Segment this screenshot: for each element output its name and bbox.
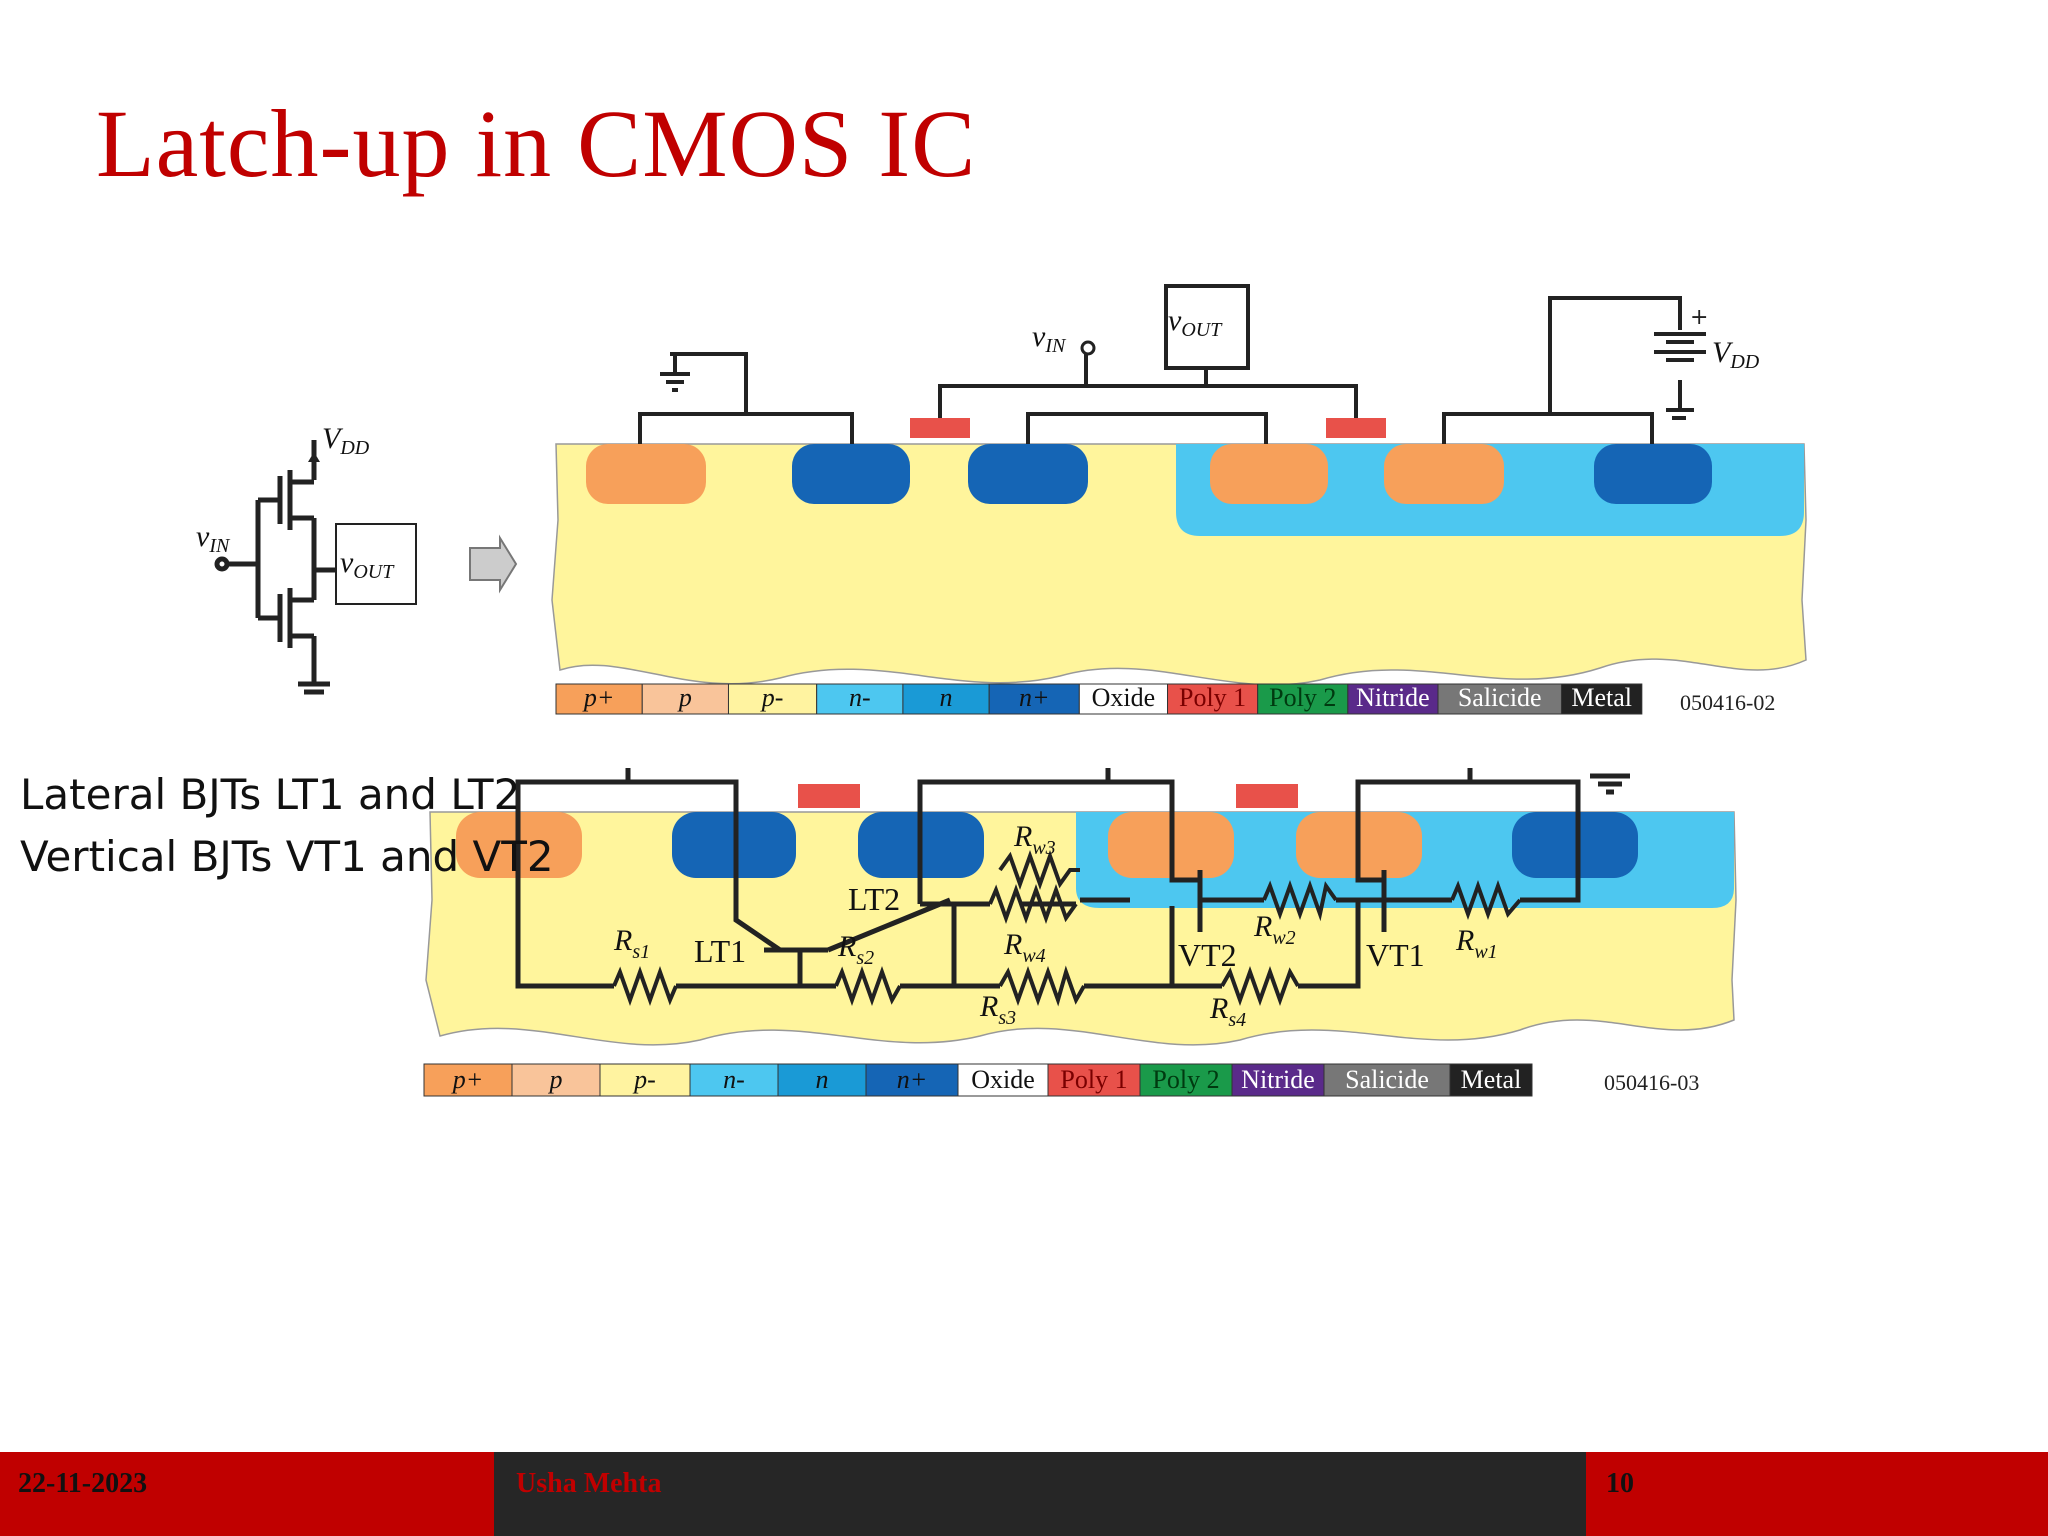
- legend-top: p+ p p-n-n n+ Oxide Poly 1 Poly 2 Nitride Salici…: [555, 683, 1643, 715]
- legend-label: Poly 2: [1152, 1065, 1219, 1094]
- legend-swatch: [641, 683, 729, 715]
- legend-swatch: [1257, 683, 1349, 715]
- resistor-rs4-label: Rs4: [1209, 992, 1246, 1031]
- inverter-vout-label: vOUT: [340, 546, 395, 583]
- legend-swatch: [777, 1063, 867, 1097]
- legend-label: Salicide: [1458, 683, 1542, 712]
- bullet-list: Lateral BJTs LT1 and LT2 Vertical BJTs V…: [20, 764, 554, 888]
- legend-label: Poly 1: [1179, 683, 1246, 712]
- figure-code-bottom: 050416-03: [1604, 1070, 1699, 1095]
- legend-label: n+: [1019, 683, 1050, 712]
- legend-label: n-: [849, 683, 871, 712]
- legend-label: p: [677, 683, 692, 712]
- legend-label: Oxide: [971, 1065, 1035, 1094]
- legend-swatch: [902, 683, 990, 715]
- slide-title: Latch-up in CMOS IC: [96, 90, 977, 197]
- legend-swatch: [511, 1063, 601, 1097]
- legend-label: Nitride: [1241, 1065, 1315, 1094]
- svg-text:+: +: [1690, 305, 1708, 330]
- footer-page-number: 10: [1606, 1468, 1634, 1499]
- legend-label: Oxide: [1092, 683, 1156, 712]
- legend-label: n+: [897, 1065, 928, 1094]
- top-vout-label: vOUT: [1168, 304, 1223, 341]
- legend-swatch: [1167, 683, 1259, 715]
- resistor-rw4-label: Rw4: [1003, 928, 1046, 967]
- legend-label: n: [816, 1065, 829, 1094]
- transistor-vt1-label: VT1: [1366, 937, 1425, 973]
- resistor-rw3-label: Rw3: [1013, 820, 1056, 859]
- inverter-schematic: [214, 440, 417, 695]
- legend-label: p+: [451, 1065, 484, 1094]
- legend-label: n: [940, 683, 953, 712]
- legend-swatch: [1047, 1063, 1141, 1097]
- legend-bottom: p+ p p-n-n n+ Oxide Poly 1 Poly 2 Nitride Salici…: [423, 1063, 1533, 1097]
- resistor-rs2-label: Rs2: [837, 930, 874, 969]
- top-vin-label: vIN: [1032, 320, 1067, 357]
- footer-author-panel: Usha Mehta: [494, 1452, 1586, 1536]
- legend-label: Metal: [1461, 1065, 1522, 1094]
- figure-code-top: 050416-02: [1680, 690, 1775, 715]
- legend-label: p: [548, 1065, 563, 1094]
- inverter-vdd-label: VDD: [322, 422, 370, 459]
- legend-swatch: [689, 1063, 779, 1097]
- slide-footer: 22-11-2023 Usha Mehta 10: [0, 1452, 2048, 1536]
- resistor-rs3-label: Rs3: [979, 990, 1016, 1029]
- resistor-rw1-label: Rw1: [1455, 924, 1498, 963]
- inverter-vin-label: vIN: [196, 520, 231, 557]
- resistor-rs1-label: Rs1: [613, 924, 650, 963]
- footer-date-panel: 22-11-2023: [0, 1452, 494, 1536]
- legend-swatch: [1139, 1063, 1233, 1097]
- resistor-rw2-label: Rw2: [1253, 910, 1296, 949]
- legend-swatch: [865, 1063, 959, 1097]
- transistor-lt1-label: LT1: [694, 933, 746, 969]
- footer-author: Usha Mehta: [516, 1468, 662, 1499]
- legend-label: n-: [723, 1065, 745, 1094]
- bullet-lateral-bjts: Lateral BJTs LT1 and LT2: [20, 770, 521, 819]
- bullet-vertical-bjts: Vertical BJTs VT1 and VT2: [20, 832, 554, 881]
- legend-swatch: [1560, 683, 1643, 715]
- legend-swatch: [816, 683, 904, 715]
- top-vdd-label: VDD: [1712, 336, 1760, 373]
- top-cross-section: vIN vOUT VDD +: [551, 284, 1807, 686]
- legend-label: p-: [760, 683, 784, 712]
- transistor-vt2-label: VT2: [1178, 937, 1237, 973]
- legend-label: Poly 2: [1269, 683, 1336, 712]
- latchup-diagram: VDD vIN vOUT: [196, 284, 1807, 1097]
- legend-swatch: [957, 1063, 1049, 1097]
- arrow-right-icon: [469, 534, 518, 594]
- bottom-cross-section: LT1 LT2 VT1 VT2 Rs1 Rs2 Rs3 Rs4 Rw1 Rw2 …: [425, 768, 1737, 1046]
- legend-label: Metal: [1571, 683, 1632, 712]
- legend-label: Salicide: [1345, 1065, 1429, 1094]
- legend-label: Poly 1: [1060, 1065, 1127, 1094]
- legend-swatch: [423, 1063, 513, 1097]
- legend-label: Nitride: [1356, 683, 1430, 712]
- legend-swatch: [555, 683, 643, 715]
- legend-label: p+: [582, 683, 615, 712]
- legend-swatch: [727, 683, 818, 715]
- footer-page-panel: 10: [1586, 1452, 2048, 1536]
- transistor-lt2-label: LT2: [848, 881, 900, 917]
- legend-label: p-: [632, 1065, 656, 1094]
- legend-swatch: [1231, 1063, 1325, 1097]
- legend-swatch: [1449, 1063, 1533, 1097]
- footer-date: 22-11-2023: [18, 1468, 148, 1499]
- legend-swatch: [599, 1063, 691, 1097]
